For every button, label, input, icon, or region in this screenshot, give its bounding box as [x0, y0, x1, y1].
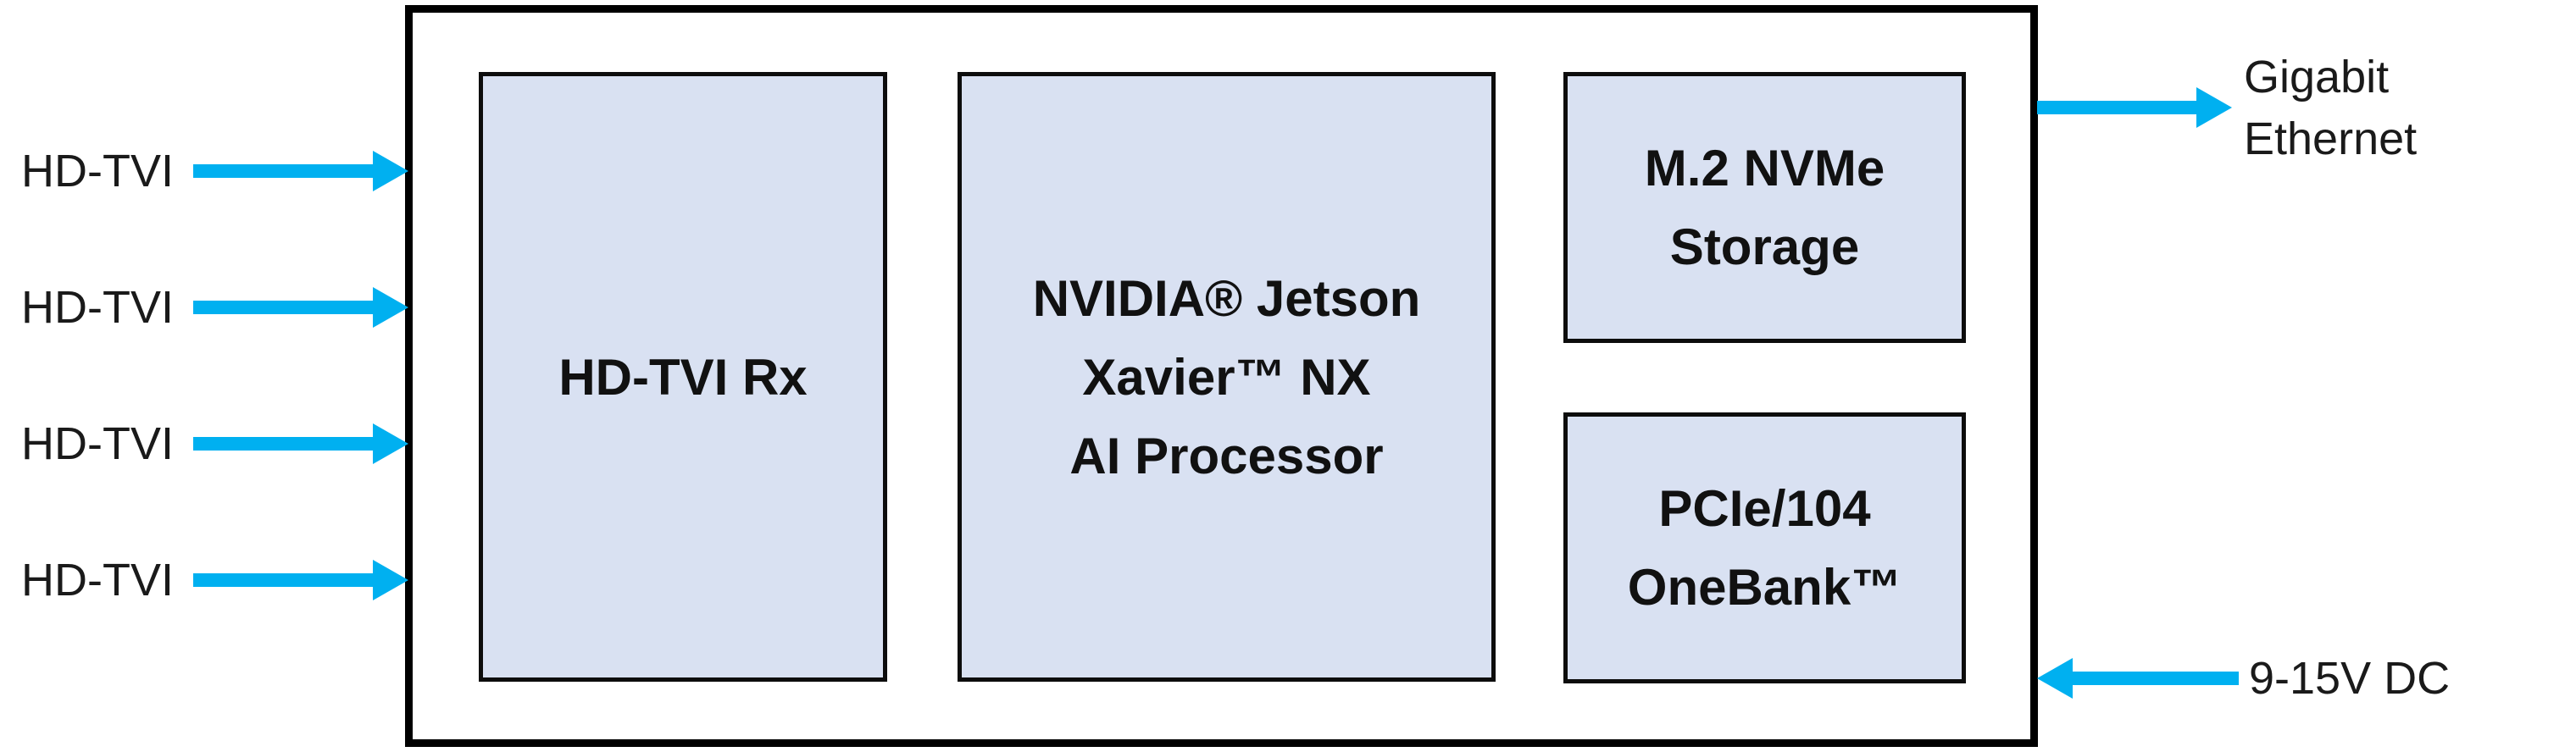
arrow-head [373, 287, 408, 328]
output-label-gigabit-ethernet: Gigabit Ethernet [2244, 52, 2418, 164]
arrow-shaft [2071, 672, 2239, 685]
arrow-shaft [193, 573, 375, 587]
block-m2-nvme-storage-label: M.2 NVMe Storage [1644, 140, 1885, 275]
input-label-hdtvi-2: HD-TVI [21, 282, 174, 333]
arrow-head [373, 560, 408, 600]
input-label-hdtvi-3: HD-TVI [21, 418, 174, 469]
arrow-head [2196, 87, 2232, 128]
arrow-head [373, 151, 408, 191]
arrow-shaft [2037, 101, 2198, 114]
block-hdtvi-rx: HD-TVI Rx [479, 72, 887, 682]
arrow-shaft [193, 301, 375, 314]
block-pcie104-onebank: PCIe/104 OneBank™ [1563, 412, 1966, 683]
block-pcie104-onebank-label: PCIe/104 OneBank™ [1627, 480, 1902, 616]
block-jetson-xavier-nx-label: NVIDIA® Jetson Xavier™ NX AI Processor [1032, 269, 1421, 484]
arrow-head [2037, 658, 2073, 699]
arrow-shaft [193, 437, 375, 451]
input-label-power: 9-15V DC [2249, 653, 2451, 704]
block-jetson-xavier-nx: NVIDIA® Jetson Xavier™ NX AI Processor [958, 72, 1496, 682]
block-m2-nvme-storage: M.2 NVMe Storage [1563, 72, 1966, 343]
input-label-hdtvi-4: HD-TVI [21, 555, 174, 605]
arrow-head [373, 423, 408, 464]
input-label-hdtvi-1: HD-TVI [21, 146, 174, 196]
block-hdtvi-rx-label: HD-TVI Rx [558, 348, 808, 406]
arrow-shaft [193, 164, 375, 178]
